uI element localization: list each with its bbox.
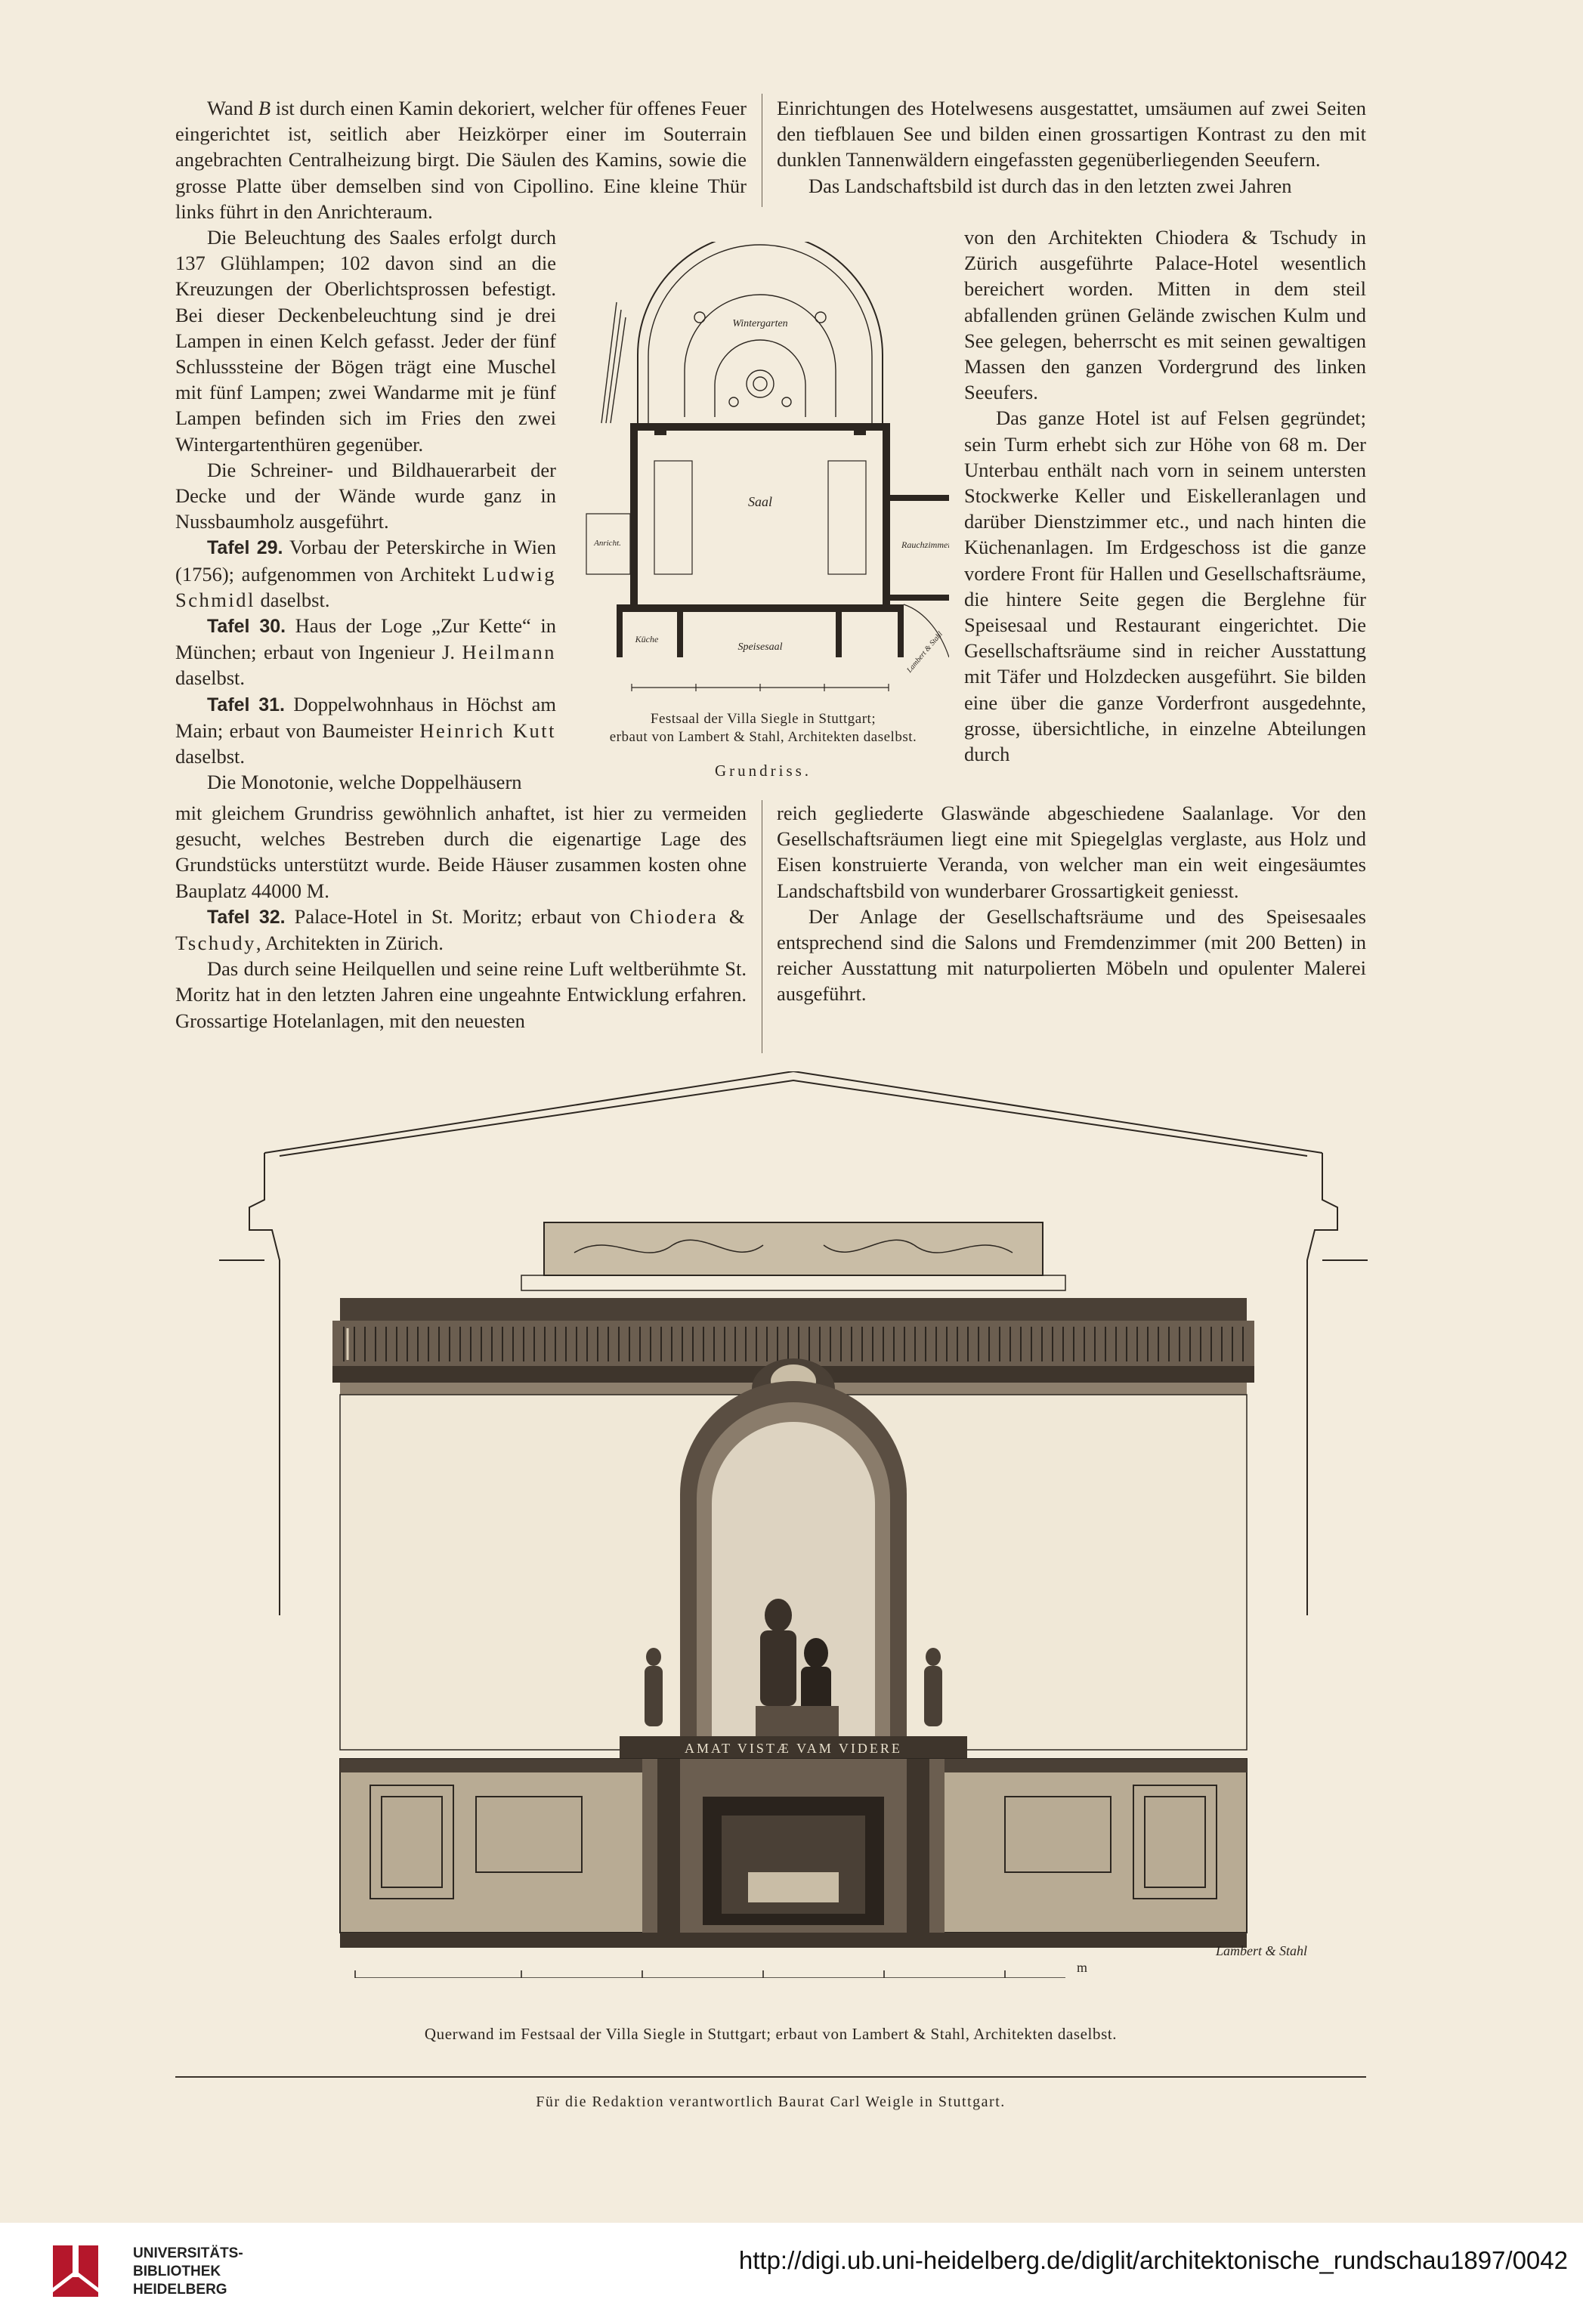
library-name-line: HEIDELBERG (133, 2282, 227, 2298)
tafel-text-end: daselbst. (255, 588, 330, 611)
elevation-signature: Lambert & Stahl (1215, 1943, 1307, 1958)
paragraph-tafel-29: Tafel 29. Vorbau der Peterskirche in Wie… (175, 534, 556, 613)
tafel-label: Tafel 29. (207, 537, 283, 559)
source-url-link[interactable]: http://digi.ub.uni-heidelberg.de/diglit/… (738, 2246, 1568, 2274)
tafel-text: Palace-Hotel in St. Moritz; erbaut von (285, 904, 630, 928)
elevation-caption: Querwand im Festsaal der Villa Siegle in… (424, 2025, 1118, 2043)
paragraph-glaswaende: reich gegliederte Glaswände abgeschieden… (777, 802, 1366, 902)
tafel-label: Tafel 31. (207, 694, 285, 715)
paragraph-monotonie: Die Monotonie, welche Doppelhäusern (207, 771, 522, 794)
tafel-text: Doppelwohnhaus in Höchst am Main; erbaut… (175, 692, 556, 742)
paragraph-text: Wand B ist durch einen Kamin dekoriert, … (175, 97, 747, 223)
paragraph-landschaftsbild: Das Landschaftsbild ist durch das in den… (809, 174, 1292, 197)
plan-caption-line: Festsaal der Villa Siegle in Stuttgart; (650, 711, 877, 727)
room-label-speisesaal: Speisesaal (737, 641, 782, 653)
text-column-left-bottom: mit gleichem Grundriss gewöhnlich anhaft… (175, 800, 747, 1034)
paragraph-st-moritz: Das durch seine Heilquellen und seine re… (175, 957, 747, 1032)
paragraph-palace-hotel: von den Architekten Chiodera & Tschudy i… (964, 226, 1366, 404)
architect-name: Chiodera & Tschudy (175, 904, 747, 955)
paragraph-tafel-31: Tafel 31. Doppelwohnhaus in Höchst am Ma… (175, 691, 556, 770)
room-label-wintergarten: Wintergarten (732, 318, 787, 329)
tafel-text-end: daselbst. (175, 745, 245, 768)
library-name-line: BIBLIOTHEK (133, 2264, 221, 2279)
architect-name: Heilmann (462, 641, 556, 664)
footer-rule (175, 2076, 1366, 2078)
text-column-left-mid: Die Beleuchtung des Saales erfolgt durch… (175, 224, 556, 795)
plan-caption-line: erbaut von Lambert & Stahl, Architekten … (609, 729, 917, 745)
tafel-label: Tafel 30. (207, 616, 286, 638)
plan-signature: Lambert & Stahl (905, 630, 945, 675)
footer-editor-note: Für die Redaktion verantwortlich Baurat … (536, 2094, 1006, 2110)
paragraph-felsen: Das ganze Hotel ist auf Felsen gegründet… (964, 406, 1366, 766)
wall-letter: B (258, 97, 271, 119)
library-name-line: UNIVERSITÄTS- (133, 2245, 243, 2261)
tafel-label: Tafel 32. (207, 906, 286, 928)
tafel-text-end: daselbst. (175, 666, 245, 690)
paragraph-grundriss: mit gleichem Grundriss gewöhnlich anhaft… (175, 802, 747, 902)
paragraph-schreinerarbeit: Die Schreiner- und Bildhauerarbeit der D… (175, 458, 556, 533)
architect-name: Heinrich Kutt (419, 719, 556, 742)
room-label-rauchzimmer: Rauchzimmer (901, 539, 949, 550)
architect-name: Ludwig Schmidl (175, 562, 556, 611)
tafel-text: Haus der Loge „Zur Kette“ in München; er… (175, 614, 556, 664)
plan-title: Grundriss. (714, 762, 812, 780)
library-bar (0, 2223, 1583, 2324)
paragraph-tafel-30: Tafel 30. Haus der Loge „Zur Kette“ in M… (175, 613, 556, 691)
library-logo-icon (53, 2245, 98, 2297)
plan-caption: Festsaal der Villa Siegle in Stuttgart; … (559, 710, 967, 746)
wall-elevation-figure: AMAT VISTÆ VAM VIDERE Lambert & Stahl (219, 1071, 1368, 1978)
floor-plan-figure: Saal Wintergarten Speisesaal Rauchzimmer… (586, 242, 949, 691)
paragraph-beleuchtung: Die Beleuchtung des Saales erfolgt durch… (175, 226, 556, 456)
tafel-text: Vorbau der Peterskirche in Wien (1756); … (175, 536, 556, 586)
mantel-inscription: AMAT VISTÆ VAM VIDERE (685, 1741, 902, 1756)
room-label-anrichte: Anricht. (593, 539, 621, 548)
tafel-text-end: , Architekten in Zürich. (255, 932, 444, 955)
text-column-right-bottom: reich gegliederte Glaswände abgeschieden… (777, 800, 1366, 1007)
room-label-kueche: Küche (635, 634, 659, 644)
room-label-saal: Saal (748, 494, 772, 509)
paragraph-einrichtungen: Einrichtungen des Hotelwesens ausgestatt… (777, 97, 1366, 172)
paragraph-salons: Der Anlage der Gesellschaftsräume und de… (777, 904, 1366, 1006)
paragraph-kamin: Wand B ist durch einen Kamin dekoriert, … (175, 95, 747, 224)
text-column-right-top: Einrichtungen des Hotelwesens ausgestatt… (777, 95, 1366, 199)
paragraph-tafel-32: Tafel 32. Palace-Hotel in St. Moritz; er… (175, 904, 747, 956)
text-column-left-top: Wand B ist durch einen Kamin dekoriert, … (175, 95, 747, 224)
scale-unit: m (1077, 1960, 1087, 1975)
text-column-right-mid: von den Architekten Chiodera & Tschudy i… (964, 224, 1366, 767)
